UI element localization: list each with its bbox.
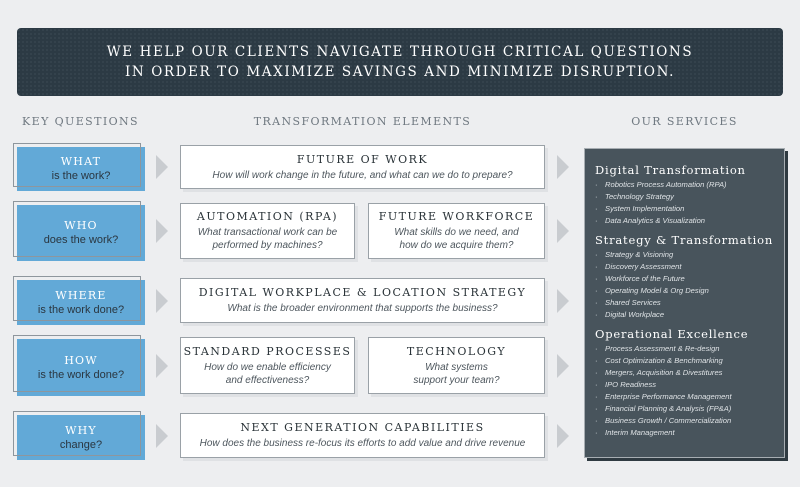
service-item: Strategy & Visioning [595, 249, 774, 261]
key-question-what: WHAT is the work? [13, 143, 145, 191]
arrow-right-icon [156, 155, 168, 179]
question-sub: is the work done? [37, 368, 125, 381]
service-list: Strategy & VisioningDiscovery Assessment… [595, 249, 774, 321]
question-fill [17, 280, 145, 325]
service-item: Data Analytics & Visualization [595, 215, 774, 227]
service-item: Workforce of the Future [595, 273, 774, 285]
service-item: Business Growth / Commercialization [595, 415, 774, 427]
question-word: WHO [64, 219, 98, 232]
element-title: DIGITAL WORKPLACE & LOCATION STRATEGY [198, 286, 527, 299]
question-frame [13, 411, 141, 456]
question-sub: is the work? [51, 170, 111, 182]
question-fill [17, 205, 145, 261]
element-desc: How will work change in the future, and … [212, 169, 513, 181]
arrow-right-icon [557, 155, 569, 179]
element-title: NEXT GENERATION CAPABILITIES [240, 421, 485, 434]
question-word: WHERE [55, 288, 107, 302]
automation-box: AUTOMATION (RPA) What transactional work… [180, 203, 355, 259]
element-desc: What systems [425, 361, 488, 373]
service-item: Technology Strategy [595, 191, 774, 203]
element-desc: support your team? [413, 374, 500, 386]
element-desc: What skills do we need, and [394, 227, 519, 238]
service-item: Digital Workplace [595, 309, 774, 321]
arrow-right-icon [156, 219, 168, 243]
service-item: Cost Optimization & Benchmarking [595, 355, 774, 367]
element-title: FUTURE OF WORK [296, 152, 429, 166]
banner-line-2: IN ORDER TO MAXIMIZE SAVINGS AND MINIMIZ… [124, 64, 676, 80]
arrow-right-icon [156, 423, 168, 448]
element-title: STANDARD PROCESSES [183, 344, 352, 358]
service-item: Discovery Assessment [595, 261, 774, 273]
element-desc: how do we acquire them? [399, 240, 514, 251]
question-frame [13, 276, 141, 321]
service-item: System Implementation [595, 203, 774, 215]
service-item: Interim Management [595, 427, 774, 439]
digital-workplace-box: DIGITAL WORKPLACE & LOCATION STRATEGY Wh… [180, 278, 545, 323]
element-title: TECHNOLOGY [406, 344, 507, 358]
arrow-right-icon [557, 288, 569, 313]
question-sub: does the work? [43, 234, 119, 246]
service-item: Shared Services [595, 297, 774, 309]
service-item: Mergers, Acquisition & Divestitures [595, 367, 774, 379]
arrow-right-icon [557, 353, 569, 378]
service-item: Operating Model & Org Design [595, 285, 774, 297]
question-frame [13, 335, 141, 392]
service-category-title: Operational Excellence [595, 327, 749, 341]
question-word: HOW [64, 353, 98, 367]
services-panel: Digital TransformationRobotics Process A… [584, 148, 785, 458]
element-title: AUTOMATION (RPA) [196, 210, 339, 223]
element-desc: performed by machines? [212, 240, 323, 251]
question-frame [13, 201, 141, 257]
service-category-title: Strategy & Transformation [595, 233, 774, 247]
arrow-right-icon [557, 219, 569, 243]
question-sub: change? [59, 438, 103, 451]
element-desc: What is the broader environment that sup… [227, 303, 498, 314]
element-desc: and effectiveness? [225, 374, 310, 386]
key-questions-heading: KEY QUESTIONS [22, 115, 139, 128]
question-fill [17, 415, 145, 460]
future-of-work-box: FUTURE OF WORK How will work change in t… [180, 145, 545, 189]
question-word: WHAT [60, 155, 102, 168]
service-item: Financial Planning & Analysis (FP&A) [595, 403, 774, 415]
header-banner: WE HELP OUR CLIENTS NAVIGATE THROUGH CRI… [17, 28, 783, 96]
element-title: FUTURE WORKFORCE [378, 210, 535, 223]
standard-processes-box: STANDARD PROCESSES How do we enable effi… [180, 337, 355, 394]
question-word: WHY [65, 423, 97, 437]
question-frame [13, 143, 141, 187]
element-desc: How does the business re-focus its effor… [199, 438, 526, 449]
question-fill [17, 147, 145, 191]
key-question-who: WHO does the work? [13, 201, 145, 261]
technology-box: TECHNOLOGY What systems support your tea… [368, 337, 545, 394]
transformation-elements-heading: TRANSFORMATION ELEMENTS [253, 115, 472, 128]
arrow-right-icon [156, 288, 168, 313]
question-fill [17, 339, 145, 396]
service-item: Robotics Process Automation (RPA) [595, 179, 774, 191]
service-list: Process Assessment & Re-designCost Optim… [595, 343, 774, 439]
arrow-right-icon [557, 423, 569, 448]
service-item: Enterprise Performance Management [595, 391, 774, 403]
next-gen-capabilities-box: NEXT GENERATION CAPABILITIES How does th… [180, 413, 545, 458]
element-desc: What transactional work can be [197, 227, 338, 238]
question-sub: is the work done? [37, 303, 125, 316]
arrow-right-icon [156, 353, 168, 378]
our-services-heading: OUR SERVICES [631, 115, 738, 128]
service-item: Process Assessment & Re-design [595, 343, 774, 355]
banner-line-1: WE HELP OUR CLIENTS NAVIGATE THROUGH CRI… [106, 44, 694, 60]
service-list: Robotics Process Automation (RPA)Technol… [595, 179, 774, 227]
future-workforce-box: FUTURE WORKFORCE What skills do we need,… [368, 203, 545, 259]
service-category-title: Digital Transformation [595, 163, 746, 177]
service-item: IPO Readiness [595, 379, 774, 391]
element-desc: How do we enable efficiency [204, 361, 331, 373]
